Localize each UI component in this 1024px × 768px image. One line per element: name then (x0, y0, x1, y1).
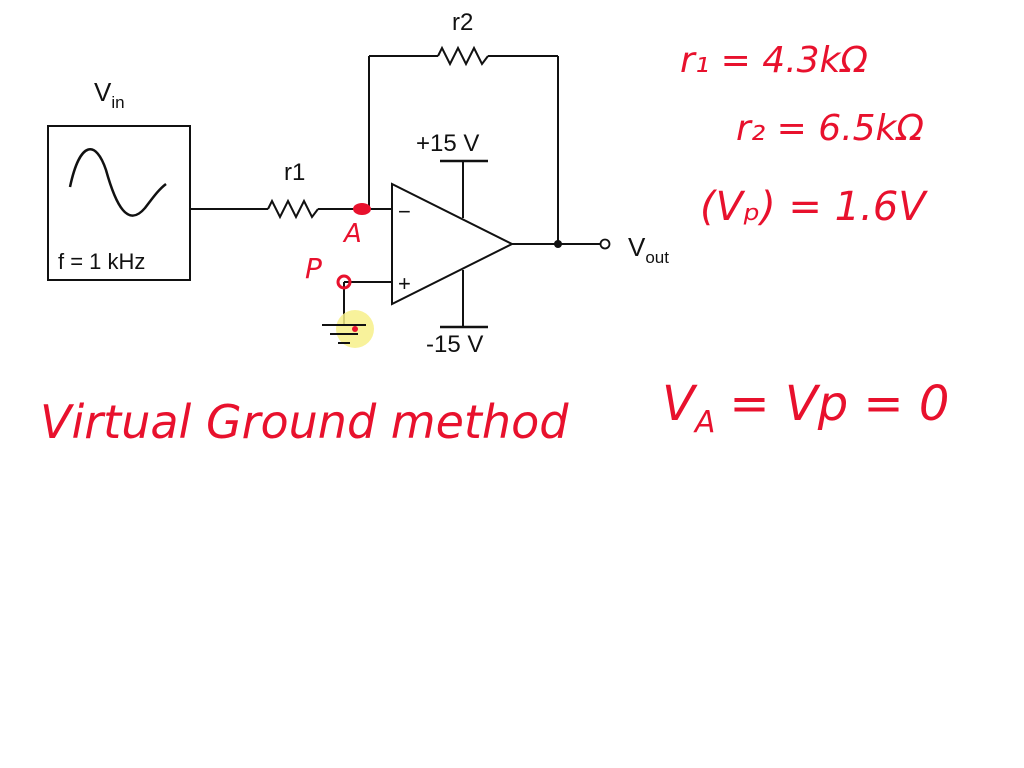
pos-supply-label: +15 V (416, 130, 479, 157)
source-box (47, 125, 191, 281)
r2-value-note: r₂ = 6.5kΩ (736, 108, 924, 149)
op-amp-plus-sign: + (398, 271, 411, 296)
method-equation: VA= Vp = 0 (662, 376, 949, 440)
node-p-label: P (305, 252, 322, 285)
resistor-r2 (437, 45, 489, 67)
r1-value-note: r₁ = 4.3kΩ (680, 40, 868, 81)
node-p-marker (336, 274, 352, 290)
cursor-dot (352, 326, 358, 332)
output-junction-dot (554, 240, 562, 248)
source-freq-label: f = 1 kHz (58, 249, 145, 274)
r1-label: r1 (284, 159, 305, 186)
op-amp-minus-sign: − (398, 199, 411, 224)
vin-label: Vin (94, 77, 125, 112)
neg-supply-label: -15 V (426, 331, 483, 358)
resistor-r1 (267, 198, 319, 220)
node-a-label: A (342, 219, 362, 249)
op-amp-triangle (391, 182, 515, 306)
method-text: Virtual Ground method (40, 395, 569, 449)
vout-label: Vout (628, 232, 669, 267)
node-a-marker (353, 203, 371, 215)
r2-label: r2 (452, 9, 473, 36)
output-terminal (599, 238, 611, 250)
sine-wave-icon (68, 148, 167, 217)
vp-value-note: (Vₚ) = 1.6V (700, 184, 928, 230)
